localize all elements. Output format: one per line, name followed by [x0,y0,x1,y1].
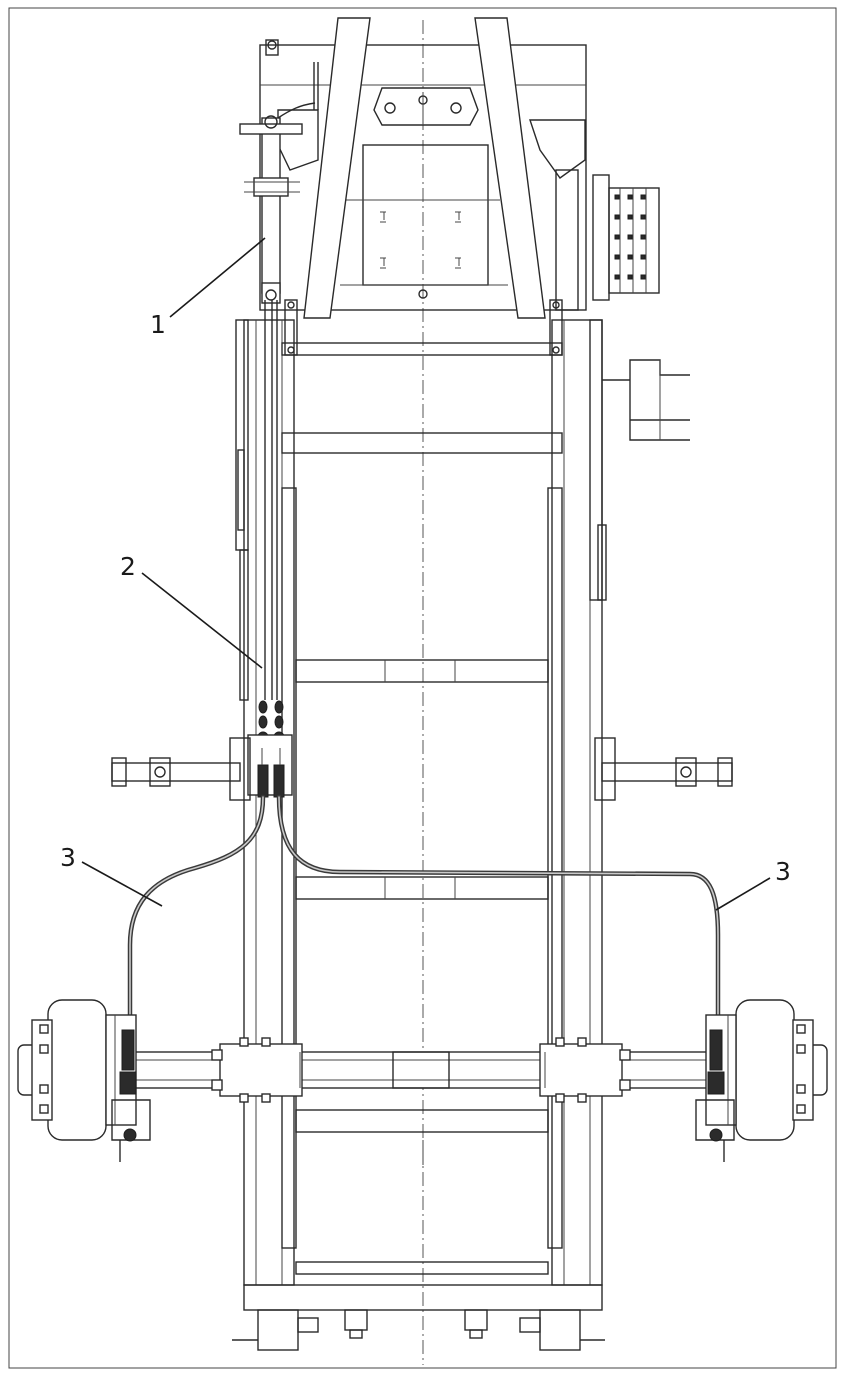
callout-3-left-label: 3 [60,843,76,872]
callout-1-label: 1 [150,310,166,339]
right-brake-drum [695,999,828,1162]
brake-cable-rods [247,300,293,798]
cross-members [243,342,603,1311]
left-frame-rail [243,319,297,1286]
callout-1-leader [169,237,266,318]
parking-brake-lever[interactable] [239,102,316,304]
drawing-border [8,7,837,1369]
rear-bottom-fittings [232,1140,605,1351]
right-frame-rail [547,319,603,1286]
callout-2-leader [141,572,263,669]
upper-frame [259,17,587,356]
right-bracket-pack [589,174,690,601]
callout-2-label: 2 [120,552,136,581]
brake-cable-left [127,794,266,1033]
callout-3-right-leader [715,877,771,911]
left-mid-bracket [111,737,251,801]
right-mid-bracket [594,737,733,801]
callout-3-right-label: 3 [775,857,791,886]
brake-cable-right [276,794,721,1033]
callout-3-left-leader [81,861,163,907]
rear-axle [134,1037,716,1103]
left-brake-drum [17,999,151,1162]
left-side-plate [235,319,249,701]
